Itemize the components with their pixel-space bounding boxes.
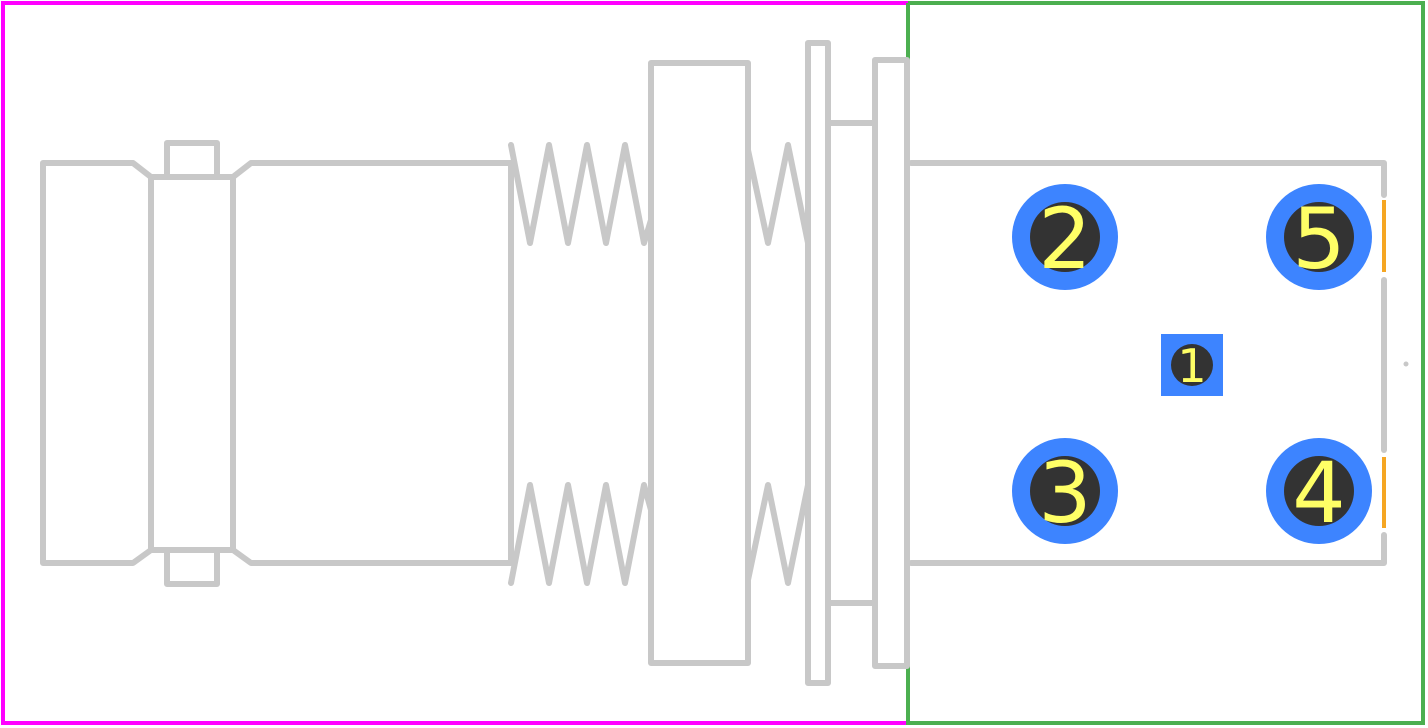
thread-bottom-right xyxy=(745,482,811,586)
courtyard-left xyxy=(1,1,908,725)
pad-4-drill xyxy=(1284,456,1354,526)
collar-tab-bottom xyxy=(164,547,220,587)
pad-3-label: 3 xyxy=(1038,444,1091,542)
cable-end xyxy=(40,160,154,566)
pad-2-label: 2 xyxy=(1038,190,1091,288)
collar-tab-top xyxy=(164,140,220,180)
thread-bottom-left xyxy=(508,482,654,586)
origin-dot xyxy=(1403,361,1409,367)
pad-2-drill xyxy=(1030,202,1100,272)
collar-ring xyxy=(148,174,236,553)
pad-1-label: 1 xyxy=(1177,339,1206,393)
pad-2[interactable]: 2 xyxy=(1012,184,1118,290)
pad-5-label: 5 xyxy=(1292,190,1345,288)
body-barrel xyxy=(230,160,514,566)
thread-top-right xyxy=(745,142,811,246)
pcb-body-outline xyxy=(908,160,1387,198)
pad-3-drill xyxy=(1030,456,1100,526)
pad-1-drill xyxy=(1171,344,1213,386)
pad-5-drill xyxy=(1284,202,1354,272)
pad-1[interactable]: 1 xyxy=(1161,334,1223,396)
hex-nut xyxy=(648,60,751,666)
flange xyxy=(872,57,910,669)
pad-5[interactable]: 5 xyxy=(1266,184,1372,290)
washer xyxy=(805,40,831,686)
silkscreen-body xyxy=(40,40,1387,686)
pad-3[interactable]: 3 xyxy=(1012,438,1118,544)
pad-4[interactable]: 4 xyxy=(1266,438,1372,544)
pad-4-label: 4 xyxy=(1292,444,1345,542)
pcb-body-bottom xyxy=(908,532,1387,566)
thread-top-left xyxy=(508,142,654,246)
